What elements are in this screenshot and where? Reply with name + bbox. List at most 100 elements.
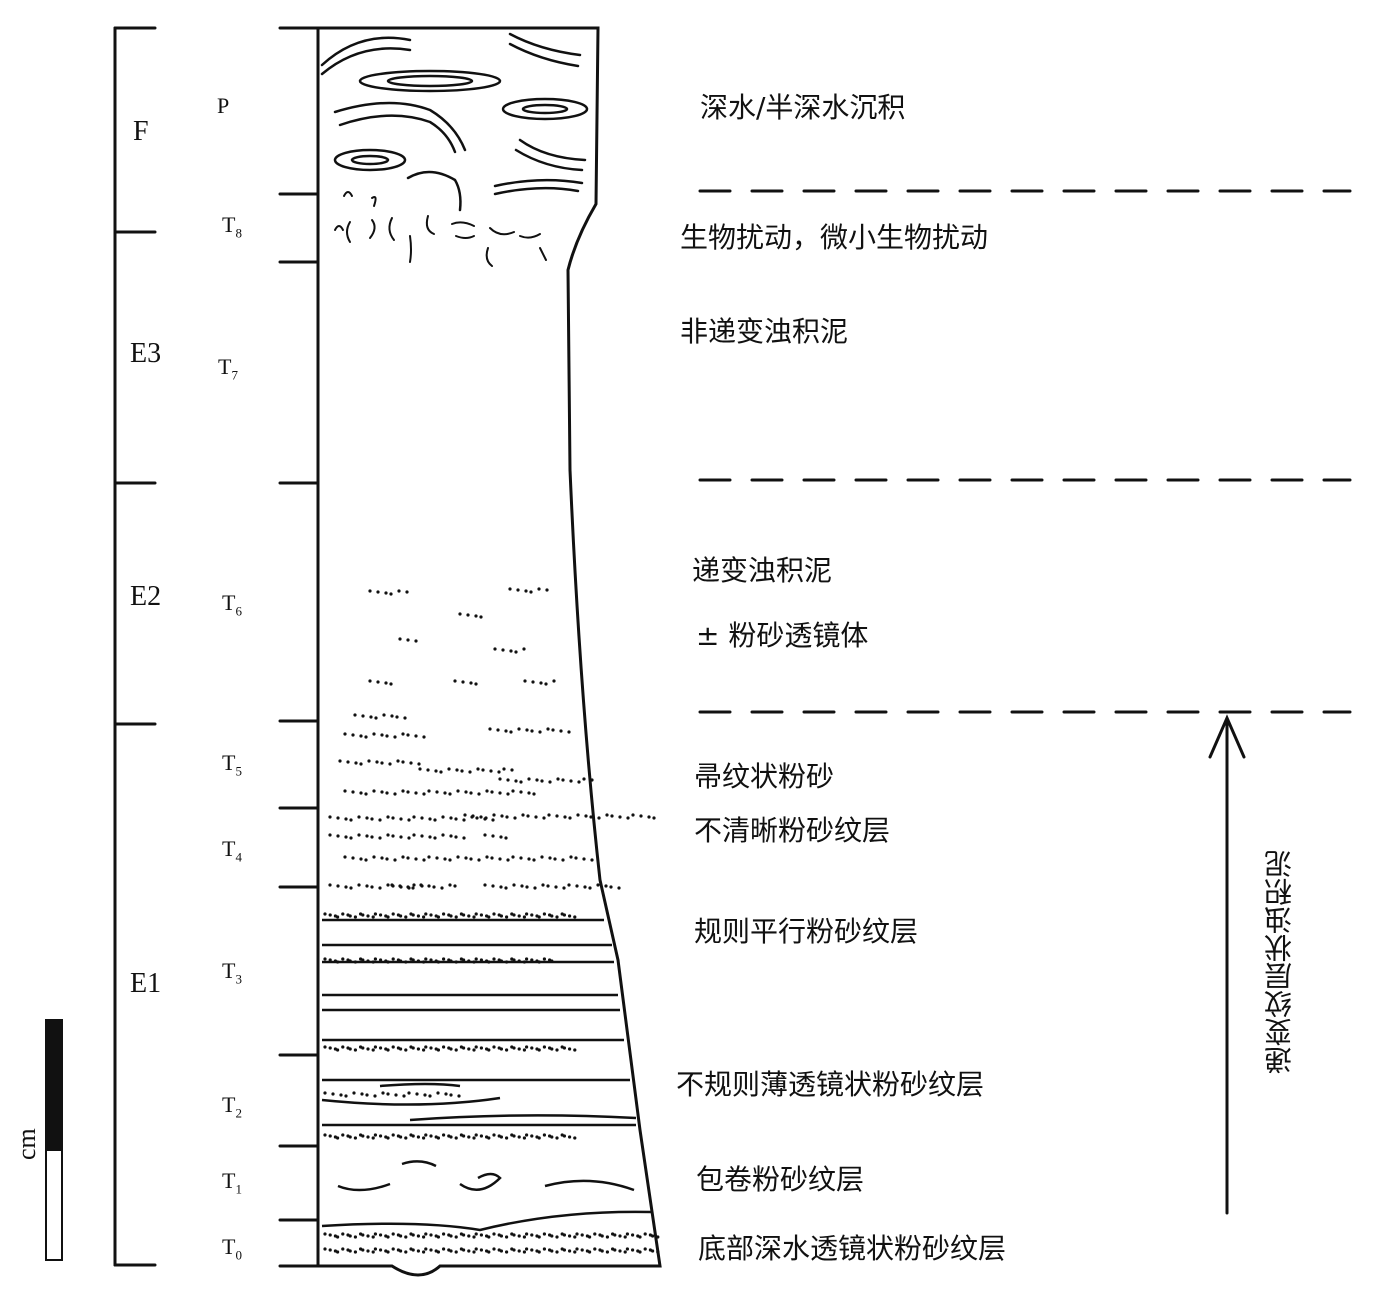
silt-dot <box>432 885 436 889</box>
silt-dot <box>416 1249 420 1253</box>
silt-dot <box>435 790 439 794</box>
silt-dot <box>357 883 361 887</box>
silt-dot <box>472 1235 476 1239</box>
unit-label-t3: T3 <box>222 958 242 987</box>
silt-dot <box>525 728 529 732</box>
silt-dot <box>496 728 500 732</box>
silt-dot <box>359 734 363 738</box>
silt-dot <box>631 1248 635 1252</box>
silt-dot <box>403 716 407 720</box>
silt-dot <box>537 587 541 591</box>
silt-dot <box>371 915 375 919</box>
silt-dot <box>477 858 481 862</box>
silt-dot <box>575 884 579 888</box>
silt-dot <box>417 762 421 766</box>
silt-dot <box>440 886 444 890</box>
silt-dot <box>568 1047 572 1051</box>
silt-dot <box>530 729 534 733</box>
silt-dot <box>467 1249 471 1253</box>
silt-dot <box>406 733 410 737</box>
silt-dot <box>651 1249 655 1253</box>
silt-dot <box>365 834 369 838</box>
silt-dot <box>348 1234 352 1238</box>
silt-dot <box>561 858 565 862</box>
silt-dot <box>422 858 426 862</box>
silt-dot <box>562 886 566 890</box>
silt-dot <box>600 1234 604 1238</box>
zone-label-e1: E1 <box>130 968 162 999</box>
silt-dot <box>492 1232 496 1236</box>
section-dividers <box>698 189 1352 714</box>
silt-dot <box>404 1048 408 1052</box>
silt-dot <box>479 815 483 819</box>
silt-dot <box>348 1249 352 1253</box>
silt-dot <box>511 855 515 859</box>
silt-dot <box>542 816 546 820</box>
silt-dot <box>638 1250 642 1254</box>
silt-dot <box>455 768 459 772</box>
silt-dot <box>613 1248 617 1252</box>
silt-dot <box>527 777 531 781</box>
silt-dot <box>429 1134 433 1138</box>
silt-dot <box>401 732 405 736</box>
silt-dot <box>618 815 622 819</box>
silt-dot <box>409 761 413 765</box>
silt-dot <box>588 1250 592 1254</box>
silt-dot <box>353 1235 357 1239</box>
silt-dot <box>443 791 447 795</box>
silt-dot <box>328 1248 332 1252</box>
silt-dot <box>406 790 410 794</box>
silt-dot <box>379 1046 383 1050</box>
bioturbation-burrows <box>320 32 589 212</box>
silt-dot <box>530 1134 534 1138</box>
silt-dot <box>454 1235 458 1239</box>
silt-dot <box>625 1247 630 1251</box>
silt-dot <box>407 1091 411 1095</box>
silt-dot <box>517 1234 521 1238</box>
silt-dot <box>323 1232 327 1236</box>
silt-dot <box>474 1045 478 1049</box>
silt-dot <box>508 587 512 591</box>
silt-dot <box>461 680 465 684</box>
silt-dot <box>367 759 371 763</box>
silt-dot <box>525 1045 529 1049</box>
silt-dot <box>652 816 656 820</box>
silt-dot <box>492 957 496 961</box>
silt-dot <box>499 1234 503 1238</box>
silt-dot <box>436 1136 440 1140</box>
silt-dot <box>539 681 543 685</box>
silt-dot <box>512 1248 516 1252</box>
silt-dot <box>453 679 457 683</box>
silt-dot <box>373 912 377 916</box>
silt-dot <box>479 1248 483 1252</box>
silt-dot <box>427 884 431 888</box>
silt-dot <box>380 856 384 860</box>
silt-dot <box>499 1047 503 1051</box>
silt-dot <box>550 1135 554 1139</box>
desc-t6-b: ± 粉砂透镜体 <box>696 619 869 652</box>
unit-label-t5: T5 <box>222 750 242 779</box>
silt-dot <box>484 816 488 820</box>
silt-dot <box>474 912 478 916</box>
silt-dot <box>384 681 388 685</box>
silt-dot <box>499 835 503 839</box>
silt-dot <box>463 813 467 817</box>
silt-dot <box>323 912 327 916</box>
silt-dot <box>361 1046 365 1050</box>
silt-dot <box>596 883 600 887</box>
silt-dot <box>441 815 445 819</box>
silt-dot <box>454 1250 458 1254</box>
silt-dot <box>610 814 614 818</box>
silt-dot <box>397 589 401 593</box>
silt-dot <box>361 714 365 718</box>
silt-dot <box>401 789 405 793</box>
silt-dot <box>492 912 496 916</box>
silt-dot <box>376 680 380 684</box>
silt-dot <box>509 730 513 734</box>
silt-dot <box>618 1234 622 1238</box>
silt-dot <box>555 1250 559 1254</box>
silt-dot <box>487 915 491 919</box>
silt-dot <box>351 733 355 737</box>
laminae <box>321 918 653 1232</box>
silt-dot <box>623 1250 627 1254</box>
